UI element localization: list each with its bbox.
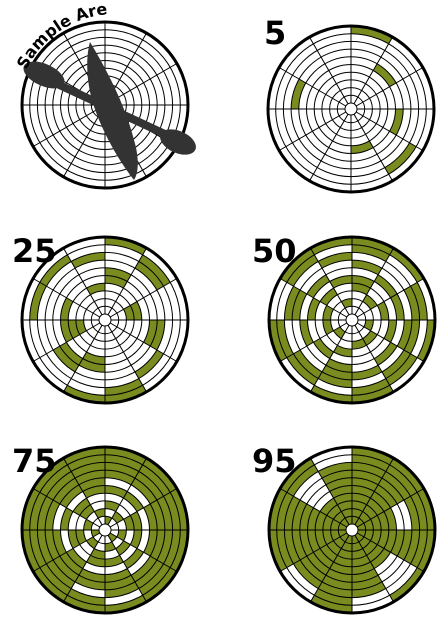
- grid-panel-25: 25: [12, 232, 188, 403]
- grid-panel-95: 95: [252, 442, 435, 613]
- panel-label: 50: [252, 232, 297, 270]
- grid-ring: [99, 524, 111, 536]
- filled-cell: [390, 568, 424, 602]
- filled-cell: [123, 491, 143, 511]
- panel-label: 75: [12, 442, 57, 480]
- panel-label: 5: [264, 14, 286, 52]
- filled-cell: [390, 248, 424, 282]
- filled-cell: [135, 350, 164, 379]
- panel-label: 25: [12, 232, 57, 270]
- panel-label: 95: [252, 442, 297, 480]
- grid-ring: [345, 103, 357, 115]
- filled-cell: [123, 548, 143, 568]
- filled-cell: [385, 143, 416, 174]
- filled-cell: [313, 338, 333, 358]
- grid-ring: [346, 314, 358, 326]
- grid-ring: [99, 314, 111, 326]
- grid-panel-75: 75: [12, 442, 188, 613]
- grid-panel-50: 50: [252, 232, 435, 403]
- grid-panel-5: 5: [264, 14, 434, 192]
- grid-ring: [346, 524, 358, 536]
